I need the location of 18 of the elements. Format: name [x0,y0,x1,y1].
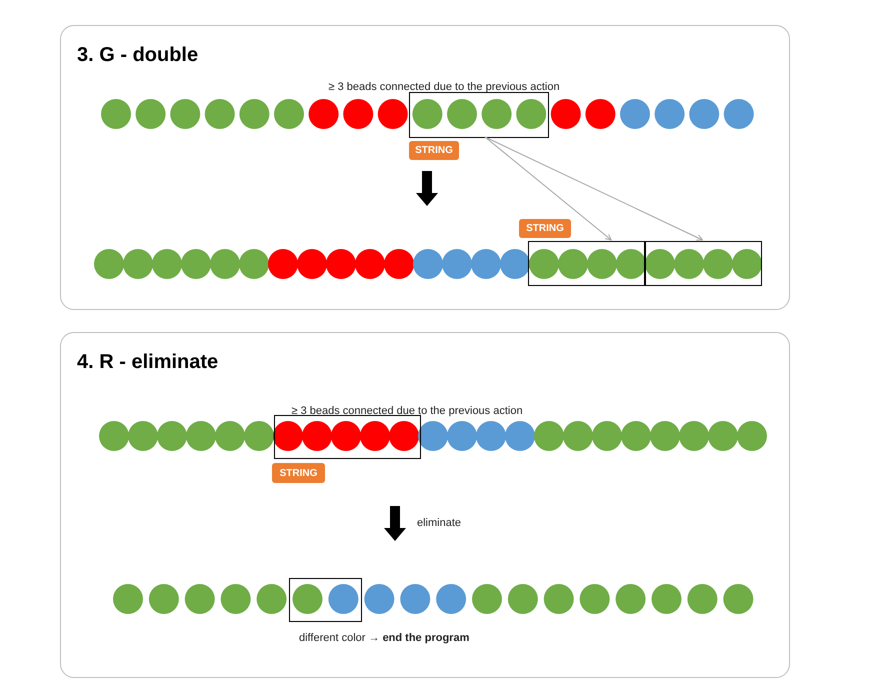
string-tag: STRING [272,463,325,483]
selection-box [645,241,762,286]
note-text: eliminate [417,517,462,529]
note-text: different color → end the program [299,632,470,644]
selection-box [289,578,362,622]
panel-title: 4. R - eliminate [77,351,218,374]
arrow [484,136,612,240]
note-text: ≥ 3 beads connected due to the previous action [328,81,560,93]
arrow [484,136,703,241]
selection-box [409,92,549,138]
selection-box [528,241,645,286]
string-tag: STRING [519,219,571,238]
panel-card [60,25,790,310]
note-text: ≥ 3 beads connected due to the previous action [292,405,523,417]
panel-card [60,332,790,678]
string-tag: STRING [409,141,459,160]
selection-box [274,415,421,459]
panel-title: 3. G - double [77,44,198,67]
